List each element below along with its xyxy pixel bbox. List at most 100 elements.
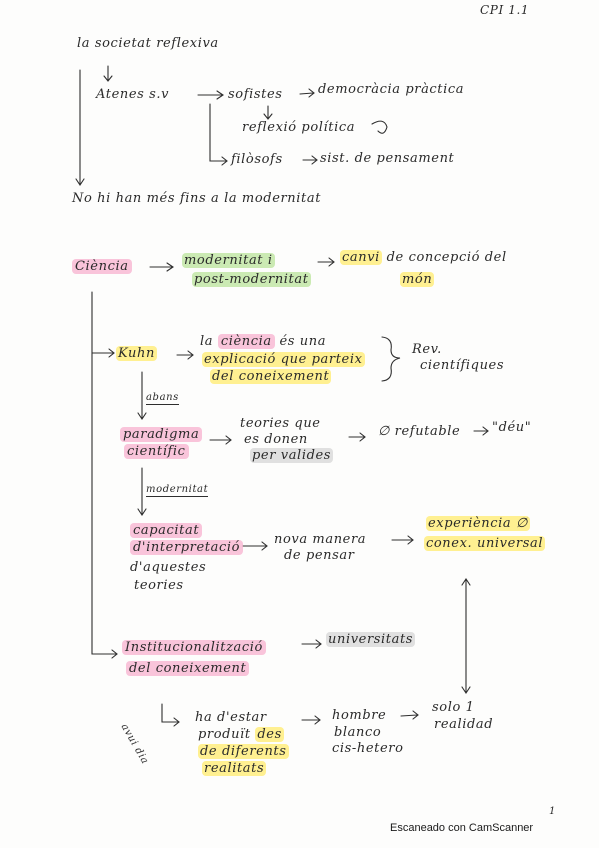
conclusion-modernitat: No hi han més fins a la modernitat <box>72 191 322 206</box>
capacitat-highlight: capacitat <box>130 523 203 538</box>
paradigma-line1: paradigma <box>120 427 203 443</box>
rev-line1: Rev. <box>412 342 442 357</box>
arrow-modernitat-canvi <box>317 257 335 267</box>
cientific-highlight: científic <box>124 444 189 459</box>
democracia-label: democràcia pràctica <box>318 82 465 97</box>
produit-line3: de diferents <box>198 744 289 760</box>
sistema-label: sist. de pensament <box>320 151 455 166</box>
capacitat-line4: teories <box>134 578 184 593</box>
hombre-line1: hombre <box>332 708 387 723</box>
kuhn-text-coneixement-highlight: del coneixement <box>210 369 332 384</box>
kuhn-text-es-una: és una <box>274 334 327 349</box>
modernitat-highlight-2: post-modernitat <box>192 272 311 287</box>
canvi-concepcio-line: canvi de concepció del <box>340 250 507 266</box>
produit-text: produït <box>198 727 256 742</box>
kuhn-text-ciencia-highlight: ciència <box>217 334 275 349</box>
double-arrow-experiencia-solo <box>461 578 471 694</box>
bracket-filosofs <box>209 103 228 166</box>
capacitat-line1: capacitat <box>130 523 203 539</box>
arrow-capacitat-nova <box>242 541 268 551</box>
institucio-highlight: Institucionalització <box>122 640 266 655</box>
kuhn-text-la: la <box>200 334 218 349</box>
filosofs-label: filòsofs <box>231 152 283 167</box>
institucio-line1: Institucionalització <box>122 640 266 656</box>
main-vertical-line <box>91 291 118 659</box>
arrow-atenes-sofistes <box>197 90 224 100</box>
arrow-kuhn-to-paradigma <box>137 371 147 420</box>
abans-label: abans <box>146 392 179 405</box>
modernitat-small-label: modernitat <box>146 484 209 497</box>
modernitat-line1: modernitat i <box>182 253 275 269</box>
arrow-refutable-deu <box>473 426 489 436</box>
produit-line4: realitats <box>202 761 267 777</box>
brace-rev-cientifiques <box>381 336 401 382</box>
arrow-teories-refutable <box>348 432 366 442</box>
sofistes-label: sofistes <box>228 87 283 102</box>
refutable-line: ∅ refutable <box>378 424 460 440</box>
mon-line: món <box>400 272 435 288</box>
modernitat-highlight-1: modernitat i <box>182 253 275 268</box>
mon-highlight: món <box>400 272 435 287</box>
arrow-paradigma-to-capacitat <box>137 467 147 516</box>
paradigma-highlight: paradigma <box>120 427 203 442</box>
rev-line2: científiques <box>420 358 505 373</box>
institucio-line2: del coneixement <box>126 661 250 677</box>
del-coneixement-highlight: del coneixement <box>126 661 250 676</box>
arrow-filosofs-sistema <box>302 155 318 165</box>
diferents-highlight: de diferents <box>198 744 289 759</box>
reflexio-label: reflexió política <box>242 120 356 135</box>
experiencia-highlight: experiència ∅ <box>426 516 530 531</box>
arrow-paradigma-teories <box>209 435 232 445</box>
curl-reflexio <box>371 120 388 134</box>
solo-line2: realidad <box>434 717 494 732</box>
refutable-null-symbol: ∅ <box>378 424 390 439</box>
arrow-to-kuhn <box>91 348 115 358</box>
universitats-label: universitats <box>326 632 416 648</box>
arrow-title-to-atenes <box>103 65 113 82</box>
arrow-institucio-universitats <box>301 639 322 649</box>
concepcio-text: de concepció del <box>386 250 507 265</box>
arrow-hombre-solo <box>400 710 419 720</box>
produit-line2: produït des <box>198 727 284 743</box>
produit-line1: ha d'estar <box>195 710 267 725</box>
per-valides-highlight: per valides <box>250 448 334 463</box>
hombre-line2: blanco <box>334 725 382 740</box>
realitats-highlight: realitats <box>202 761 267 776</box>
nova-line1: nova manera <box>274 532 367 547</box>
experiencia-line2: conex. universal <box>424 536 546 552</box>
capacitat-line3: d'aquestes <box>130 560 207 575</box>
kuhn-label: Kuhn <box>116 346 157 362</box>
kuhn-text-line2: explicació que parteix <box>202 352 365 368</box>
conex-universal-highlight: conex. universal <box>424 536 546 551</box>
nova-line2: de pensar <box>284 548 355 563</box>
arrow-sofistes-reflexio <box>263 105 273 120</box>
ciencia-highlight: Ciència <box>72 259 132 274</box>
modernitat-line2: post-modernitat <box>192 272 311 288</box>
atenes-label: Atenes s.v <box>96 87 170 102</box>
camscanner-footer: Escaneado con CamScanner <box>390 822 534 834</box>
teories-line1: teories que <box>240 416 321 431</box>
kuhn-text-line3: del coneixement <box>210 369 332 385</box>
experiencia-line1: experiència ∅ <box>426 516 530 532</box>
solo-line1: solo 1 <box>432 700 475 715</box>
capacitat-line2: d'interpretació <box>130 540 244 556</box>
header-label: CPI 1.1 <box>480 3 530 17</box>
bracket-avui-dia <box>161 703 180 727</box>
des-highlight: des <box>255 727 284 742</box>
arrow-kuhn-explicacio <box>176 350 194 360</box>
kuhn-text-line1: la ciència és una <box>200 334 326 350</box>
interpretacio-highlight: d'interpretació <box>130 540 244 555</box>
deu-label: "déu" <box>492 420 532 435</box>
teories-line3: per valides <box>250 448 334 464</box>
universitats-highlight: universitats <box>326 632 416 647</box>
kuhn-highlight: Kuhn <box>116 346 157 361</box>
arrow-sofistes-democracia <box>299 88 315 98</box>
teories-line2: es donen <box>244 432 308 447</box>
arrow-ciencia-modernitat <box>149 262 174 272</box>
refutable-text: refutable <box>394 424 461 439</box>
arrow-nova-experiencia <box>391 535 414 545</box>
hombre-line3: cis-hetero <box>332 741 404 756</box>
paradigma-line2: científic <box>124 444 189 460</box>
